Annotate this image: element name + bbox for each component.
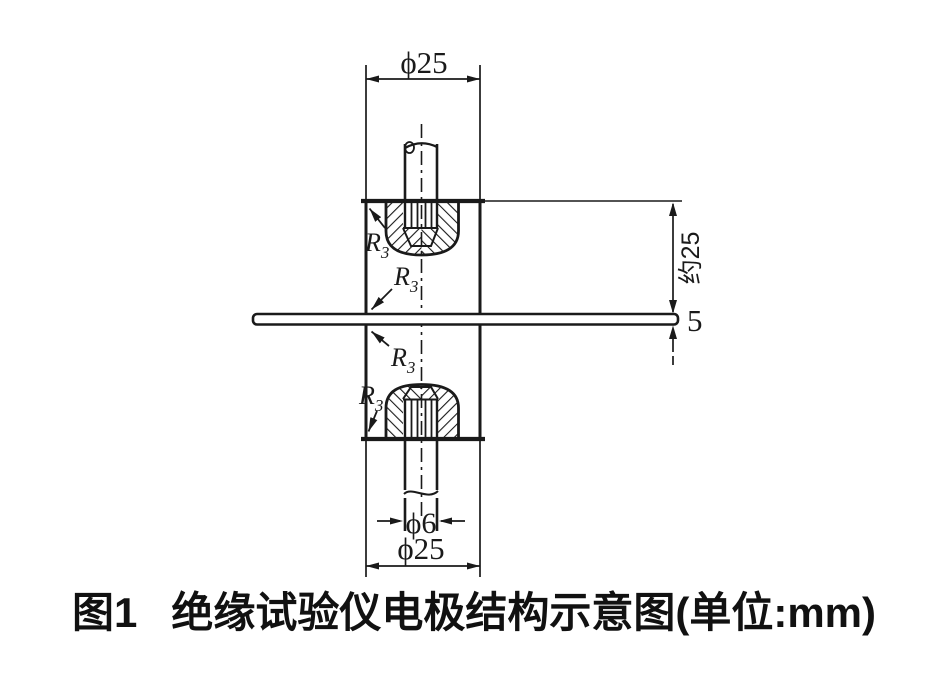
specimen-plate [251,312,680,326]
radius-label: R3 [390,343,415,377]
lower-electrode [384,383,460,531]
upper-cavity-outline [384,202,460,257]
electrode-height-value: 约25 [677,232,705,285]
lower-thread-lines [403,398,439,438]
radius-label: R3 [393,262,418,296]
upper-thread-lines [403,203,439,229]
figure-title: 绝缘试验仪电极结构示意图(单位:mm) [171,589,876,636]
figure-caption: 图1 绝缘试验仪电极结构示意图(单位:mm) [0,582,948,644]
dim-arrow [467,562,480,570]
stem-break-line [403,490,439,496]
electrode-body-outline [361,198,485,442]
radius-callouts: R3 R3 R3 R3 [358,207,418,432]
dim-arrow [669,202,677,216]
top-diameter-value: ϕ25 [400,45,447,80]
radius-label: R3 [364,228,389,262]
dim-arrow [467,75,480,83]
stem-diameter-value: ϕ6 [406,507,437,540]
radius-label: R3 [358,381,383,415]
dimension-electrode-height: 约25 [484,200,705,314]
dim-arrow [439,517,452,525]
dim-arrow [669,325,677,339]
electrode-structure-diagram: ϕ25 ϕ25 ϕ6 约25 [251,45,705,577]
bottom-diameter-value: ϕ25 [397,531,444,566]
dim-arrow [366,75,379,83]
dimension-top-diameter: ϕ25 [365,45,481,199]
dimension-bottom-diameter: ϕ25 [365,441,481,577]
dim-arrow [366,562,379,570]
dimension-plate-thickness: 5 [669,303,703,365]
lower-cavity-outline [384,383,460,438]
plate-thickness-value: 5 [687,303,703,338]
leader-arrow [368,207,386,229]
leader-arrow [370,288,393,311]
figure-number: 图1 [71,589,138,636]
dimension-stem-diameter: ϕ6 [377,507,465,540]
leader-arrow [367,410,378,432]
lower-stem [403,440,439,531]
upper-thread-body [403,202,438,228]
lower-thread-body [403,399,438,438]
dim-arrow [390,517,403,525]
leader-arrow [370,330,390,347]
dim-arrow [669,300,677,314]
